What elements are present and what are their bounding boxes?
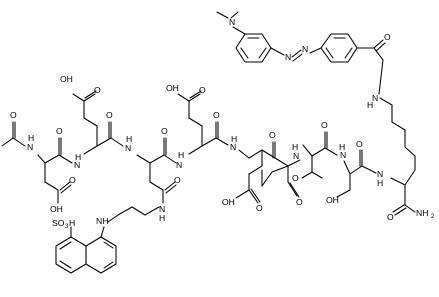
lysine-n-label: N — [372, 93, 378, 103]
lysine-side-chain: H N — [367, 59, 416, 171]
acetyl-n-label: N — [27, 142, 33, 152]
naphthalene-ring — [55, 236, 117, 274]
asp-amide-n-label: N — [74, 160, 80, 170]
nh2-label: NH — [416, 208, 428, 218]
amide-h3-label: H — [292, 142, 298, 152]
asparagine-residue: O O N H N H — [125, 126, 181, 223]
asp-oh-label: OH — [50, 204, 63, 214]
thr-carbonyl-o-label: O — [321, 120, 328, 130]
amide-h4-label: H — [339, 142, 345, 152]
glu1-amide-h-label: H — [126, 134, 132, 144]
asn-nh-label: N — [159, 204, 165, 214]
aspartate-residue: O O OH N H — [27, 126, 76, 214]
amide-n3-label: N — [293, 151, 299, 161]
lys-amide-o-label: O — [387, 212, 394, 222]
ser-oh-label: OH — [326, 195, 339, 205]
asp-carbonyl-o-label: O — [56, 126, 63, 136]
naph-nh-label: NH — [96, 216, 108, 226]
ser-carbonyl-o-label: O — [356, 139, 363, 149]
amide-n4-label: N — [340, 150, 346, 160]
naphthyl-amine: NH — [96, 216, 108, 238]
glutamate-3-residue: O O OH N H — [222, 130, 276, 213]
asp-side-o-label: O — [69, 175, 76, 185]
carbonyl-o-label: O — [384, 32, 391, 42]
isoleucine-residue: N H O — [261, 142, 303, 207]
azo-n2-label: N — [302, 44, 308, 54]
ester-o-label: O — [292, 173, 299, 183]
azo-linkage: N N — [270, 44, 322, 62]
phenyl-ring-1 — [235, 33, 272, 63]
benzoyl-carbonyl: O — [356, 32, 391, 61]
acetyl-h-label: H — [28, 133, 34, 143]
asp-amide-h-label: H — [75, 152, 81, 162]
serine-residue: O OH N H — [326, 139, 377, 205]
dimethylamino-group: N — [216, 11, 246, 35]
glu2-oh-label: OH — [166, 83, 179, 93]
glu1-oh-label: OH — [60, 74, 73, 84]
glu1-side-o-label: O — [94, 85, 101, 95]
asn-carbonyl-o-label: O — [161, 126, 168, 136]
acetyl-group: O — [1, 110, 26, 147]
glu3-oh-label: OH — [222, 197, 235, 207]
amide-n1-label: H — [178, 150, 184, 160]
amide-h2-label: H — [231, 134, 237, 144]
sulfo-label: SO — [52, 218, 65, 228]
amide-n1-letter: N — [176, 160, 182, 170]
glu3-carbonyl-o-label: O — [269, 130, 276, 140]
dimethylamino-n-label: N — [229, 17, 235, 27]
phenyl-ring-2 — [320, 33, 358, 63]
threonine-residue: O O — [292, 120, 338, 183]
lysine-alpha: NH 2 O N H — [377, 169, 435, 222]
glutamate-1-residue: O OH O H N — [60, 74, 124, 170]
asn-nh-h-label: H — [159, 213, 165, 223]
amide-n2-label: N — [230, 142, 236, 152]
sulfo-subscript: 3 — [65, 224, 69, 230]
ethylene-linker — [107, 206, 160, 223]
ile-carbonyl-o-label: O — [296, 197, 303, 207]
amide-n5-label: N — [377, 169, 383, 179]
acetyl-o-label: O — [10, 110, 17, 120]
glu2-side-o-label: O — [199, 85, 206, 95]
glu3-side-o-label: O — [256, 203, 263, 213]
glu2-carbonyl-o-label: O — [213, 110, 220, 120]
glu1-carbonyl-o-label: O — [106, 110, 113, 120]
sulfonic-acid-group: SO 3 H — [52, 218, 75, 238]
amide-h5-label: H — [377, 178, 383, 188]
lysine-nh-label: H — [367, 100, 373, 110]
azo-n1-label: N — [285, 52, 291, 62]
nh2-subscript: 2 — [431, 214, 435, 220]
glutamate-2-residue: O OH O H N — [166, 83, 229, 170]
sulfo-h-label: H — [69, 218, 75, 228]
asn-side-o-label: O — [174, 175, 181, 185]
glu1-amide-n-label: N — [125, 143, 131, 153]
